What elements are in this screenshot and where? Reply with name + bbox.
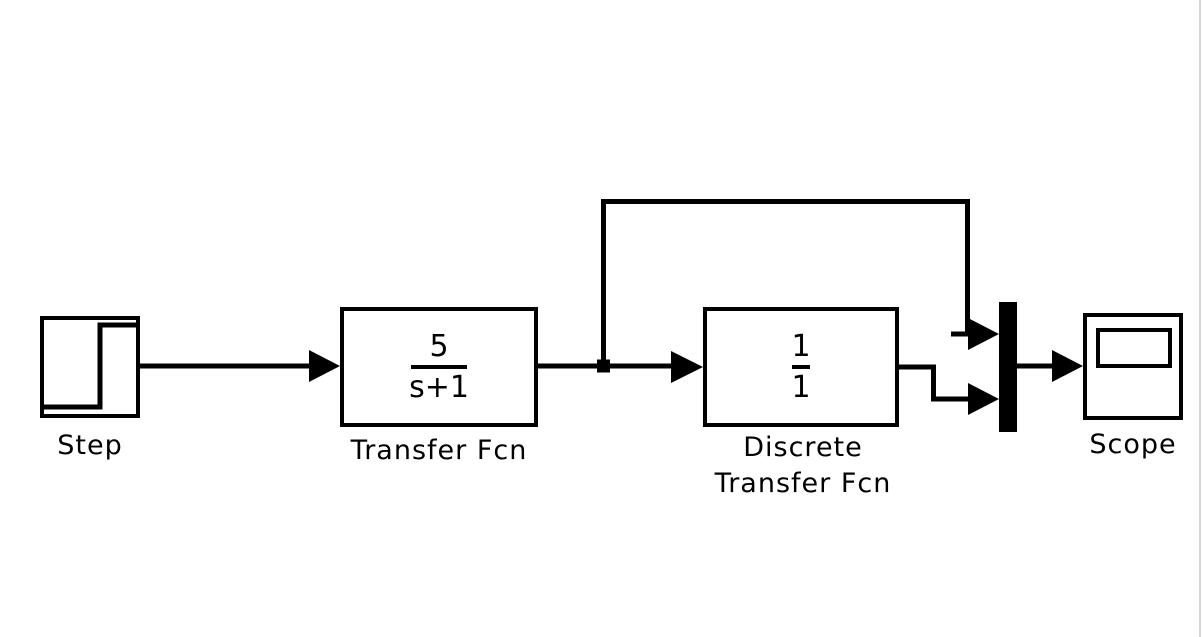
- mux-block[interactable]: [999, 302, 1017, 432]
- arrowhead-icon: [671, 351, 703, 383]
- transfer-fcn-expression: 5 s+1: [344, 311, 534, 423]
- arrowhead-icon: [309, 350, 340, 382]
- signal-line-discrete-to-mux-in2[interactable]: [899, 364, 972, 402]
- discrete-transfer-fcn-numerator: 1: [791, 329, 811, 364]
- fraction-bar: [411, 365, 467, 369]
- discrete-transfer-fcn-denominator: 1: [791, 370, 811, 405]
- arrowhead-icon: [968, 318, 999, 350]
- transfer-fcn-denominator: s+1: [409, 370, 469, 405]
- discrete-transfer-fcn-expression: 1 1: [707, 311, 895, 423]
- step-block[interactable]: [40, 316, 140, 418]
- discrete-label-line1: Discrete: [743, 432, 863, 463]
- scope-screen-icon: [1096, 328, 1172, 368]
- transfer-fcn-block[interactable]: 5 s+1: [340, 307, 538, 427]
- transfer-fcn-numerator: 5: [429, 329, 449, 364]
- step-signal-icon: [44, 322, 136, 410]
- fraction-bar: [792, 365, 810, 369]
- scope-block[interactable]: [1083, 313, 1183, 420]
- scope-block-label: Scope: [1089, 429, 1177, 460]
- discrete-transfer-fcn-block-label: Discrete Transfer Fcn: [715, 430, 892, 502]
- arrowhead-icon: [1052, 350, 1083, 382]
- step-block-label: Step: [57, 430, 123, 461]
- signal-line-feedforward-to-mux-in1[interactable]: [601, 199, 973, 369]
- canvas-edge-line: [1199, 0, 1201, 637]
- discrete-transfer-fcn-block[interactable]: 1 1: [703, 307, 899, 427]
- discrete-label-line2: Transfer Fcn: [714, 468, 892, 499]
- transfer-fcn-block-label: Transfer Fcn: [350, 435, 528, 466]
- arrowhead-icon: [968, 383, 999, 415]
